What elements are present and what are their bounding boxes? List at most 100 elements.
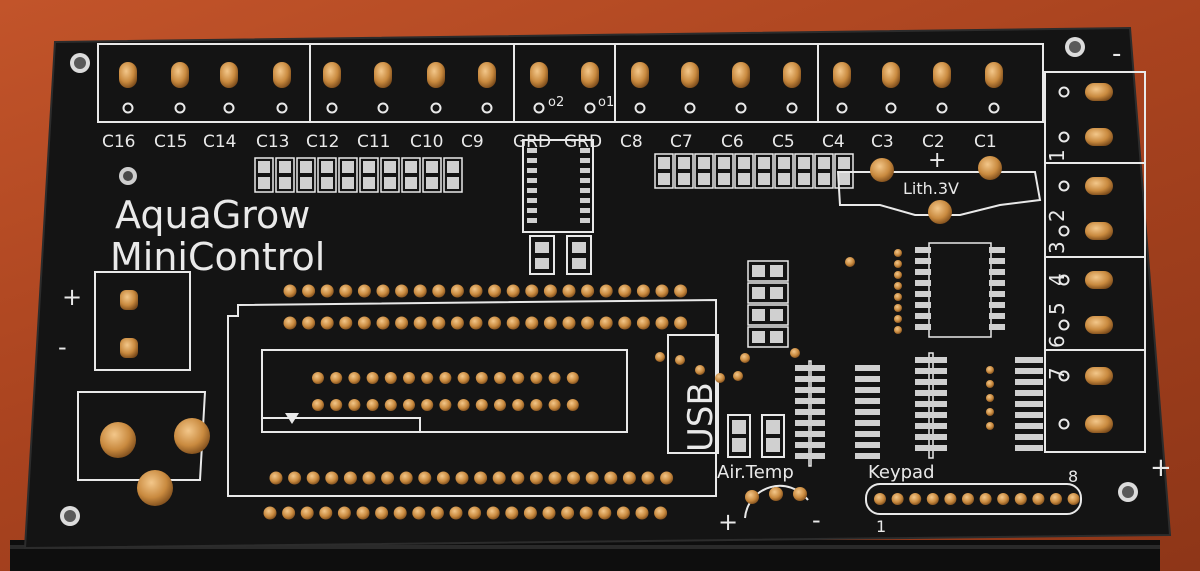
terminal-pad bbox=[323, 62, 341, 88]
power-connector: + - bbox=[58, 271, 191, 371]
header-pin bbox=[562, 284, 576, 298]
header-pin bbox=[421, 399, 434, 411]
header-pin bbox=[325, 471, 339, 485]
header-pin bbox=[655, 316, 669, 330]
ic-pin bbox=[915, 324, 931, 330]
smd-pad bbox=[770, 287, 783, 299]
via bbox=[986, 380, 994, 388]
terminal-pad bbox=[273, 62, 291, 88]
header-pin bbox=[300, 506, 314, 520]
air-temp-label: Air.Temp bbox=[717, 462, 794, 483]
via bbox=[894, 304, 902, 312]
smd-outline bbox=[774, 153, 794, 189]
ic-pin bbox=[809, 420, 825, 426]
ic-pin bbox=[1027, 390, 1043, 396]
ic-pin bbox=[864, 453, 880, 459]
header-pin bbox=[506, 284, 520, 298]
battery-pad bbox=[978, 156, 1002, 180]
ic-pin bbox=[931, 423, 947, 429]
header-pin bbox=[475, 372, 488, 384]
terminal-pad bbox=[1085, 128, 1113, 146]
smd-outline bbox=[338, 157, 358, 193]
ic-pin bbox=[915, 291, 931, 297]
header-pin bbox=[432, 316, 446, 330]
terminal-pin-marker bbox=[481, 102, 493, 114]
channel-label: C11 bbox=[357, 132, 391, 152]
right-terminal-outline bbox=[1044, 71, 1146, 453]
terminal-pad bbox=[374, 62, 392, 88]
ic-pin bbox=[580, 158, 590, 163]
header-pin bbox=[636, 284, 650, 298]
keypad-pin bbox=[962, 493, 974, 505]
terminal-pad bbox=[119, 62, 137, 88]
header-pin bbox=[436, 471, 450, 485]
header-pin bbox=[548, 372, 561, 384]
ic-pin bbox=[989, 258, 1005, 264]
terminal-pad bbox=[427, 62, 445, 88]
smd-pad bbox=[321, 161, 333, 173]
smd-outline bbox=[747, 326, 789, 348]
ic-pin bbox=[1027, 445, 1043, 451]
header-pin bbox=[548, 471, 562, 485]
via bbox=[986, 394, 994, 402]
ic-pin bbox=[795, 387, 811, 393]
ic-outline bbox=[928, 242, 992, 338]
terminal-pad bbox=[882, 62, 900, 88]
terminal-pin-marker bbox=[430, 102, 442, 114]
via bbox=[695, 365, 705, 375]
terminal-pin-marker bbox=[885, 102, 897, 114]
keypad-pin bbox=[891, 493, 904, 505]
mounting-holes bbox=[60, 37, 1138, 526]
terminal-pin-marker bbox=[1058, 225, 1070, 237]
right-channel-label: 1 bbox=[1045, 149, 1069, 162]
via bbox=[675, 355, 685, 365]
lower-board-edge bbox=[10, 545, 1160, 549]
terminal-pin-marker bbox=[584, 102, 596, 114]
terminal-pin-marker bbox=[174, 102, 186, 114]
ic-pin bbox=[915, 269, 931, 275]
channel-label: C15 bbox=[154, 132, 188, 152]
header-pin bbox=[430, 506, 444, 520]
via bbox=[986, 366, 994, 374]
ic-pin bbox=[809, 387, 825, 393]
smd-pad bbox=[258, 177, 270, 189]
right-channel-label: 7 bbox=[1045, 367, 1069, 380]
mounting-hole-center bbox=[64, 510, 76, 522]
ic-pin bbox=[931, 390, 947, 396]
terminal-pin-marker bbox=[1058, 418, 1070, 430]
smd-outline bbox=[761, 414, 785, 458]
ic-pin bbox=[580, 208, 590, 213]
right-terminal-pads bbox=[1058, 83, 1113, 433]
header-pin bbox=[375, 506, 389, 520]
header-pin bbox=[302, 316, 316, 330]
ic-pin bbox=[795, 453, 811, 459]
header-pin bbox=[449, 506, 463, 520]
power-pad bbox=[120, 290, 138, 310]
header-pin bbox=[599, 316, 613, 330]
smd-pad bbox=[718, 173, 730, 185]
right-plus-label: + bbox=[1150, 453, 1172, 483]
terminal-pad bbox=[171, 62, 189, 88]
smd-pad bbox=[798, 173, 810, 185]
terminal-pad bbox=[478, 62, 496, 88]
header-pin bbox=[523, 506, 537, 520]
smd-pad bbox=[752, 309, 765, 321]
keypad-pin-last: 8 bbox=[1068, 467, 1078, 486]
header-pin bbox=[636, 316, 650, 330]
header-pin bbox=[320, 316, 334, 330]
via bbox=[733, 371, 743, 381]
smd-outline bbox=[727, 414, 751, 458]
smd-outline bbox=[694, 153, 714, 189]
ic-pin bbox=[527, 158, 537, 163]
ic-pin bbox=[989, 324, 1005, 330]
smd-outline bbox=[380, 157, 400, 193]
smd-outline bbox=[443, 157, 463, 193]
header-pin bbox=[641, 471, 655, 485]
power-pad bbox=[120, 338, 138, 358]
smd-pair-mid bbox=[529, 235, 592, 275]
smd-pad bbox=[300, 161, 312, 173]
ic-pin bbox=[864, 398, 880, 404]
ic-pin bbox=[1015, 379, 1031, 385]
channel-label: C1 bbox=[974, 132, 997, 152]
smd-pad bbox=[758, 157, 770, 169]
